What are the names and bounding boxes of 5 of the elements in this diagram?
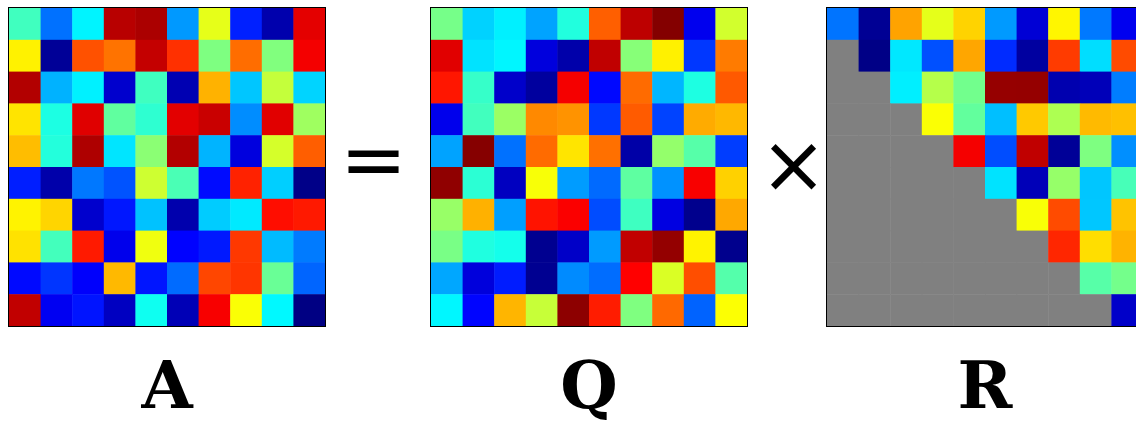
matrix-name: R <box>957 345 1013 423</box>
times-sign: × <box>760 125 828 205</box>
matrix-name: A <box>141 345 193 423</box>
equals-sign: = <box>340 120 408 200</box>
matrix-name: Q <box>560 345 618 423</box>
